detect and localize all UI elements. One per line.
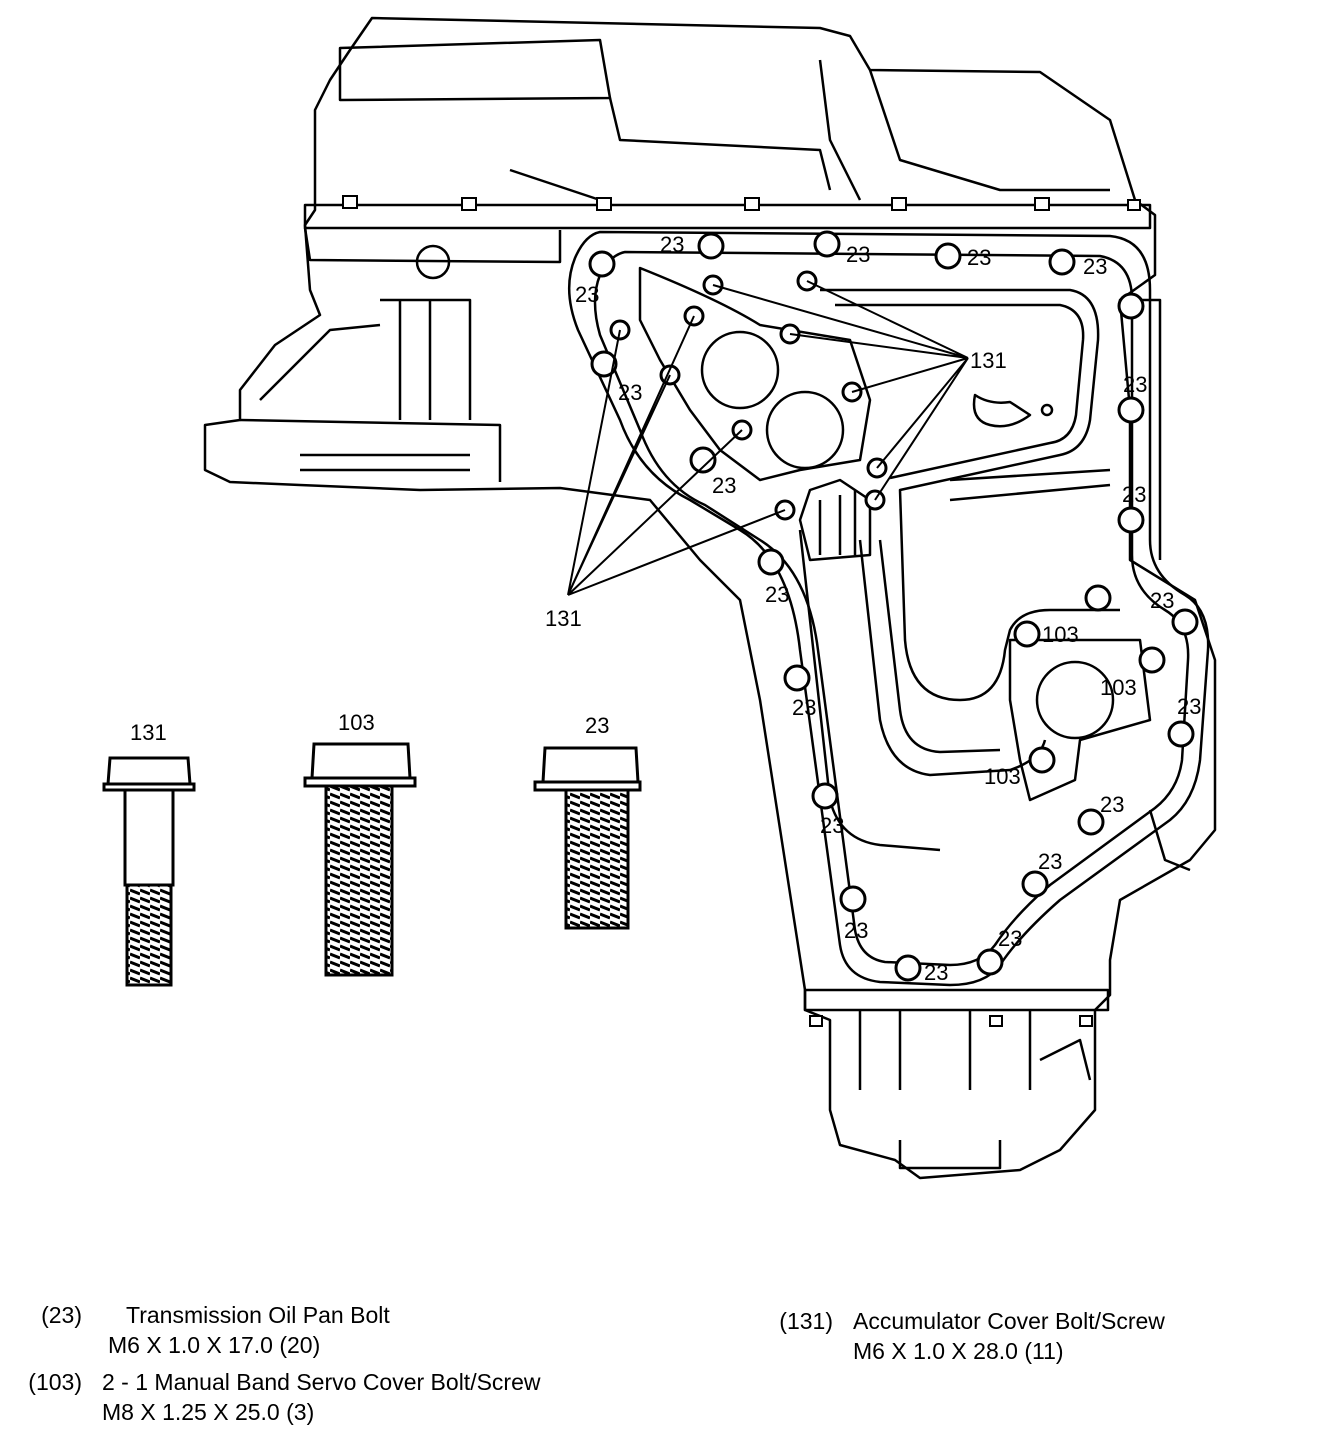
rail-bolts bbox=[342, 195, 1141, 1027]
legend-name: 2 - 1 Manual Band Servo Cover Bolt/Screw bbox=[102, 1369, 541, 1395]
legend-code: (103) bbox=[28, 1369, 82, 1395]
label-131: 131 bbox=[545, 606, 582, 631]
label-23: 23 bbox=[765, 582, 789, 607]
label-23: 23 bbox=[1083, 254, 1107, 279]
label-103: 103 bbox=[1042, 622, 1079, 647]
label-23: 23 bbox=[846, 242, 870, 267]
legend-spec: M8 X 1.25 X 25.0 (3) bbox=[102, 1399, 315, 1425]
upper-housing bbox=[203, 16, 1217, 1180]
oil-pan-outline bbox=[567, 230, 1210, 987]
transmission-diagram: 23 23 23 23 23 23 23 23 23 23 23 23 23 2… bbox=[102, 16, 1217, 1180]
legend-name: Transmission Oil Pan Bolt bbox=[126, 1302, 390, 1328]
callout-labels-23: 23 23 23 23 23 23 23 23 23 23 23 23 23 2… bbox=[575, 232, 1201, 985]
label-23: 23 bbox=[1122, 482, 1146, 507]
bolt-103 bbox=[303, 742, 417, 977]
flange-rail bbox=[303, 203, 1152, 230]
label-23: 23 bbox=[924, 960, 948, 985]
label-23: 23 bbox=[660, 232, 684, 257]
label-23: 23 bbox=[1100, 792, 1124, 817]
label-23: 23 bbox=[575, 282, 599, 307]
label-23: 23 bbox=[1150, 588, 1174, 613]
bolt-label-131: 131 bbox=[130, 720, 167, 745]
bolt-131 bbox=[102, 756, 196, 987]
label-131: 131 bbox=[970, 348, 1007, 373]
legend-23: (23) Transmission Oil Pan Bolt M6 X 1.0 X… bbox=[20, 1300, 390, 1360]
label-23: 23 bbox=[712, 473, 736, 498]
label-23: 23 bbox=[998, 926, 1022, 951]
label-23: 23 bbox=[1177, 694, 1201, 719]
bolt-label-23: 23 bbox=[585, 713, 609, 738]
label-103: 103 bbox=[1100, 675, 1137, 700]
leader-lines-131 bbox=[567, 280, 969, 596]
label-23: 23 bbox=[820, 813, 844, 838]
label-23: 23 bbox=[1123, 372, 1147, 397]
pan-bolt-circles bbox=[588, 230, 1199, 982]
legend-spec: M6 X 1.0 X 28.0 (11) bbox=[853, 1338, 1064, 1364]
bolt-23 bbox=[533, 746, 642, 930]
label-23: 23 bbox=[1038, 849, 1062, 874]
label-23: 23 bbox=[792, 695, 816, 720]
callout-labels-131: 131 131 bbox=[545, 348, 1007, 631]
legend-131: (131) Accumulator Cover Bolt/Screw M6 X 1… bbox=[765, 1306, 1165, 1366]
label-23: 23 bbox=[618, 380, 642, 405]
label-23: 23 bbox=[967, 245, 991, 270]
legend-code: (23) bbox=[41, 1302, 82, 1328]
bolt-label-103: 103 bbox=[338, 710, 375, 735]
label-103: 103 bbox=[984, 764, 1021, 789]
label-23: 23 bbox=[844, 918, 868, 943]
legend-code: (131) bbox=[779, 1308, 833, 1334]
legend-spec: M6 X 1.0 X 17.0 (20) bbox=[108, 1332, 321, 1358]
callout-labels-103: 103 103 103 bbox=[984, 622, 1137, 789]
legend-name: Accumulator Cover Bolt/Screw bbox=[853, 1308, 1165, 1334]
legend-103: (103) 2 - 1 Manual Band Servo Cover Bolt/… bbox=[14, 1367, 540, 1427]
